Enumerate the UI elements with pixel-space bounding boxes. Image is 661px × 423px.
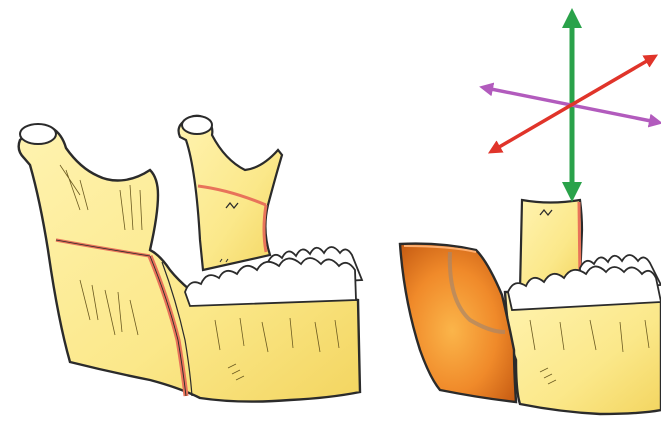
left-mandible xyxy=(19,116,362,402)
left-far-ramus xyxy=(179,116,282,270)
transported-bone-segment xyxy=(400,244,516,402)
right-mandible xyxy=(400,200,661,414)
right-body xyxy=(505,266,661,414)
left-main-body xyxy=(19,124,360,402)
direction-arrows xyxy=(486,18,656,192)
